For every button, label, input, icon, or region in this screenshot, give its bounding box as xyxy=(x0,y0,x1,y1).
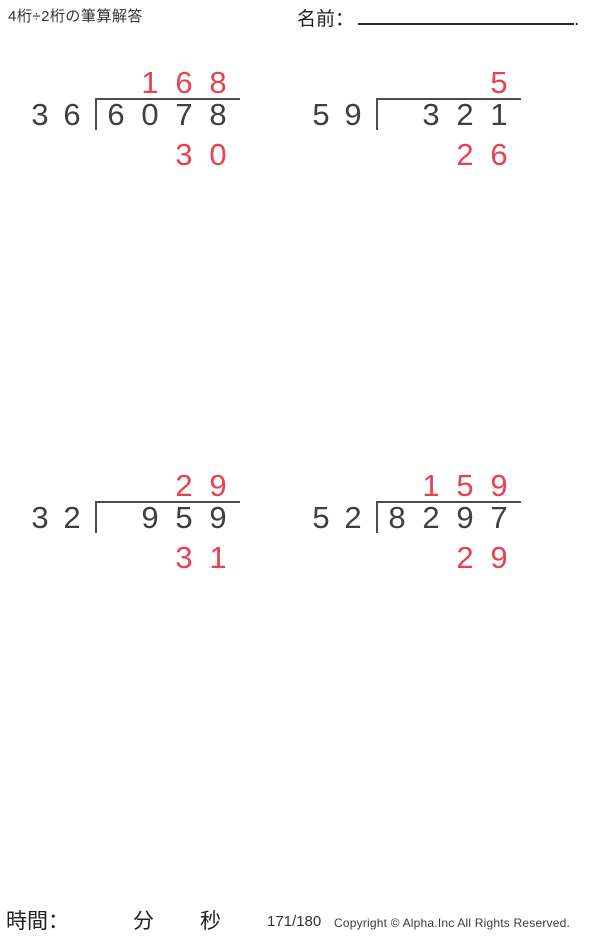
answer-digit: 6 xyxy=(175,65,193,100)
digit: 7 xyxy=(490,500,508,535)
digit: 8 xyxy=(388,500,406,535)
digit: 5 xyxy=(312,500,330,535)
answer-digit: 5 xyxy=(490,65,508,100)
answer-digit: 0 xyxy=(209,137,227,172)
page-title: 4桁÷2桁の筆算解答 xyxy=(8,8,143,25)
digit: 3 xyxy=(31,97,49,132)
minutes-label: 分 xyxy=(133,910,154,933)
answer-digit xyxy=(414,140,448,170)
answer-digit: 9 xyxy=(209,468,227,503)
quotient-row: 5 xyxy=(380,65,521,100)
name-line-period: . xyxy=(574,9,580,30)
time-label: 時間： xyxy=(6,910,69,933)
answer-digit xyxy=(380,471,414,501)
answer-digit xyxy=(414,543,448,573)
answer-digit xyxy=(380,543,414,573)
seconds-label: 秒 xyxy=(200,910,221,933)
digit: 1 xyxy=(490,97,508,132)
digit: 2 xyxy=(63,500,81,535)
answer-digit: 1 xyxy=(422,468,440,503)
answer-digit xyxy=(99,471,133,501)
answer-digit xyxy=(133,140,167,170)
answer-digit xyxy=(414,68,448,98)
digit: 5 xyxy=(175,500,193,535)
answer-digit xyxy=(99,140,133,170)
answer-digit: 3 xyxy=(175,540,193,575)
answer-digit xyxy=(99,543,133,573)
digit: 0 xyxy=(141,97,159,132)
answer-digit: 2 xyxy=(456,137,474,172)
digit: 5 xyxy=(312,97,330,132)
answer-digit xyxy=(133,543,167,573)
digit: 6 xyxy=(63,97,81,132)
page-number: 171/180 xyxy=(267,913,322,930)
digit: 3 xyxy=(31,500,49,535)
answer-digit: 9 xyxy=(490,540,508,575)
name-area: 名前：. xyxy=(297,4,579,31)
answer-digit: 2 xyxy=(175,468,193,503)
answer-digit: 9 xyxy=(490,468,508,503)
answer-digit xyxy=(448,68,482,98)
answer-digit: 2 xyxy=(456,540,474,575)
digit: 2 xyxy=(344,500,362,535)
copyright-notice: Copyright © Alpha.Inc All Rights Reserve… xyxy=(334,916,571,930)
answer-digit xyxy=(133,471,167,501)
answer-digit xyxy=(380,140,414,170)
digit: 9 xyxy=(141,500,159,535)
answer-digit: 1 xyxy=(209,540,227,575)
name-label: 名前： xyxy=(297,9,355,30)
digit: 2 xyxy=(456,97,474,132)
answer-digit: 6 xyxy=(490,137,508,172)
answer-digit xyxy=(380,68,414,98)
digit xyxy=(99,503,133,533)
digit: 6 xyxy=(107,97,125,132)
digit: 8 xyxy=(209,97,227,132)
answer-digit: 3 xyxy=(175,137,193,172)
digit: 2 xyxy=(422,500,440,535)
digit: 9 xyxy=(344,97,362,132)
answer-digit xyxy=(99,68,133,98)
answer-digit: 5 xyxy=(456,468,474,503)
time-line: 時間： 分 秒 xyxy=(4,905,233,938)
digit: 7 xyxy=(175,97,193,132)
answer-digit: 8 xyxy=(209,65,227,100)
digit: 9 xyxy=(209,500,227,535)
name-underline xyxy=(358,6,575,25)
digit: 9 xyxy=(456,500,474,535)
digit: 3 xyxy=(422,97,440,132)
digit xyxy=(380,100,414,130)
answer-digit: 1 xyxy=(141,65,159,100)
